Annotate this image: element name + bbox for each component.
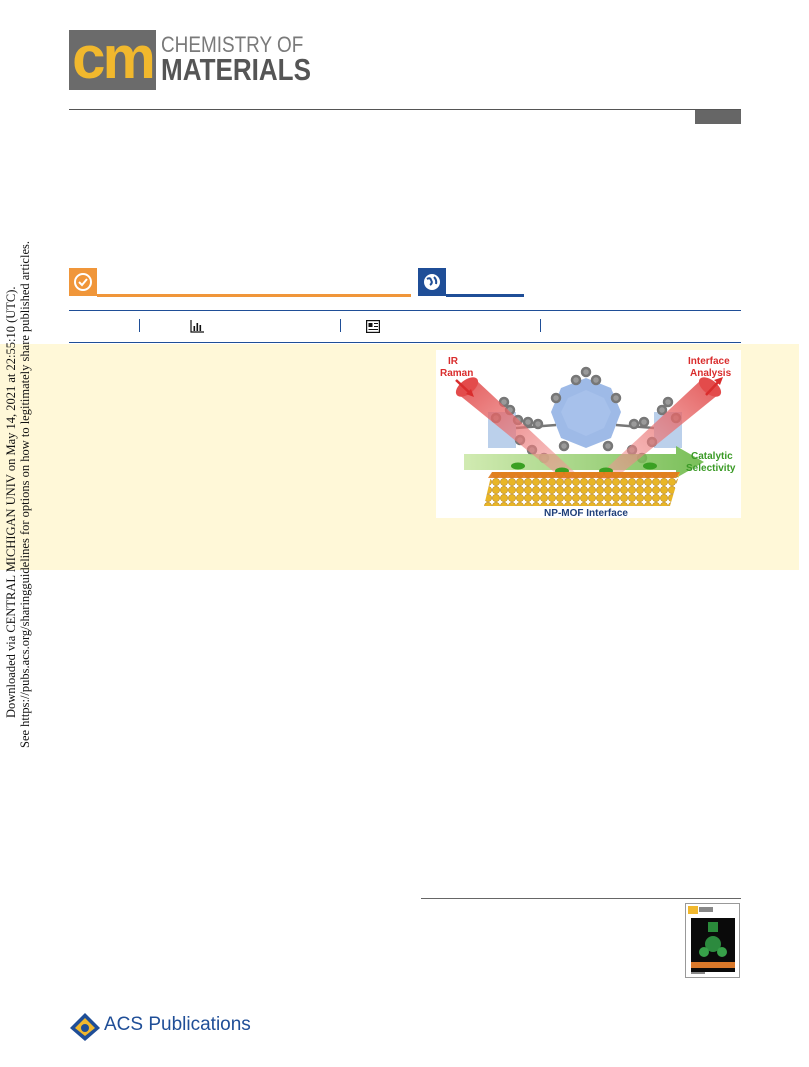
toc-graphic: IR Raman Interface Analysis Catalytic Se… bbox=[436, 350, 741, 519]
acs-logo-icon bbox=[70, 1013, 100, 1041]
check-circle-icon bbox=[74, 273, 92, 291]
download-notice-line2: See https://pubs.acs.org/sharingguidelin… bbox=[18, 241, 32, 748]
header-rule bbox=[69, 109, 741, 110]
toc-label-selectivity: Selectivity bbox=[686, 463, 736, 474]
cite-this-badge[interactable] bbox=[418, 268, 446, 296]
download-notice-line1: Downloaded via CENTRAL MICHIGAN UNIV on … bbox=[4, 286, 18, 718]
metrics-button[interactable] bbox=[190, 320, 204, 338]
metrics-separator bbox=[139, 319, 140, 332]
journal-cover-thumbnail bbox=[685, 903, 740, 978]
article-type-tab bbox=[695, 110, 741, 124]
journal-name-line2: MATERIALS bbox=[161, 52, 311, 87]
globe-icon bbox=[424, 274, 440, 290]
newspaper-icon bbox=[366, 320, 381, 334]
open-access-badge[interactable] bbox=[69, 268, 97, 296]
journal-logo-box bbox=[69, 30, 156, 90]
metrics-separator bbox=[340, 319, 341, 332]
journal-cover-art bbox=[688, 906, 735, 974]
np-mof-interface-illustration: IR Raman Interface Analysis Catalytic Se… bbox=[440, 356, 736, 519]
journal-name-line1: CHEMISTRY OF bbox=[161, 32, 304, 57]
toc-label-catalytic: Catalytic bbox=[691, 451, 733, 462]
supporting-info-button[interactable] bbox=[366, 320, 381, 338]
toc-label-ir: IR bbox=[448, 356, 459, 367]
acs-logo[interactable] bbox=[69, 1012, 101, 1047]
cite-this-underline bbox=[446, 294, 524, 297]
open-access-underline bbox=[97, 294, 411, 297]
toc-label-raman: Raman bbox=[440, 368, 473, 379]
metrics-rule-top bbox=[69, 310, 741, 311]
bar-chart-icon bbox=[190, 320, 204, 333]
toc-label-interface: Interface bbox=[688, 356, 730, 367]
metrics-separator bbox=[540, 319, 541, 332]
toc-label-analysis: Analysis bbox=[690, 368, 732, 379]
publisher-name: ACS Publications bbox=[104, 1014, 251, 1035]
journal-logo-initials: cm bbox=[72, 24, 156, 91]
footer-rule bbox=[421, 898, 741, 899]
metrics-rule-bottom bbox=[69, 342, 741, 343]
toc-caption: NP-MOF Interface bbox=[544, 508, 628, 518]
